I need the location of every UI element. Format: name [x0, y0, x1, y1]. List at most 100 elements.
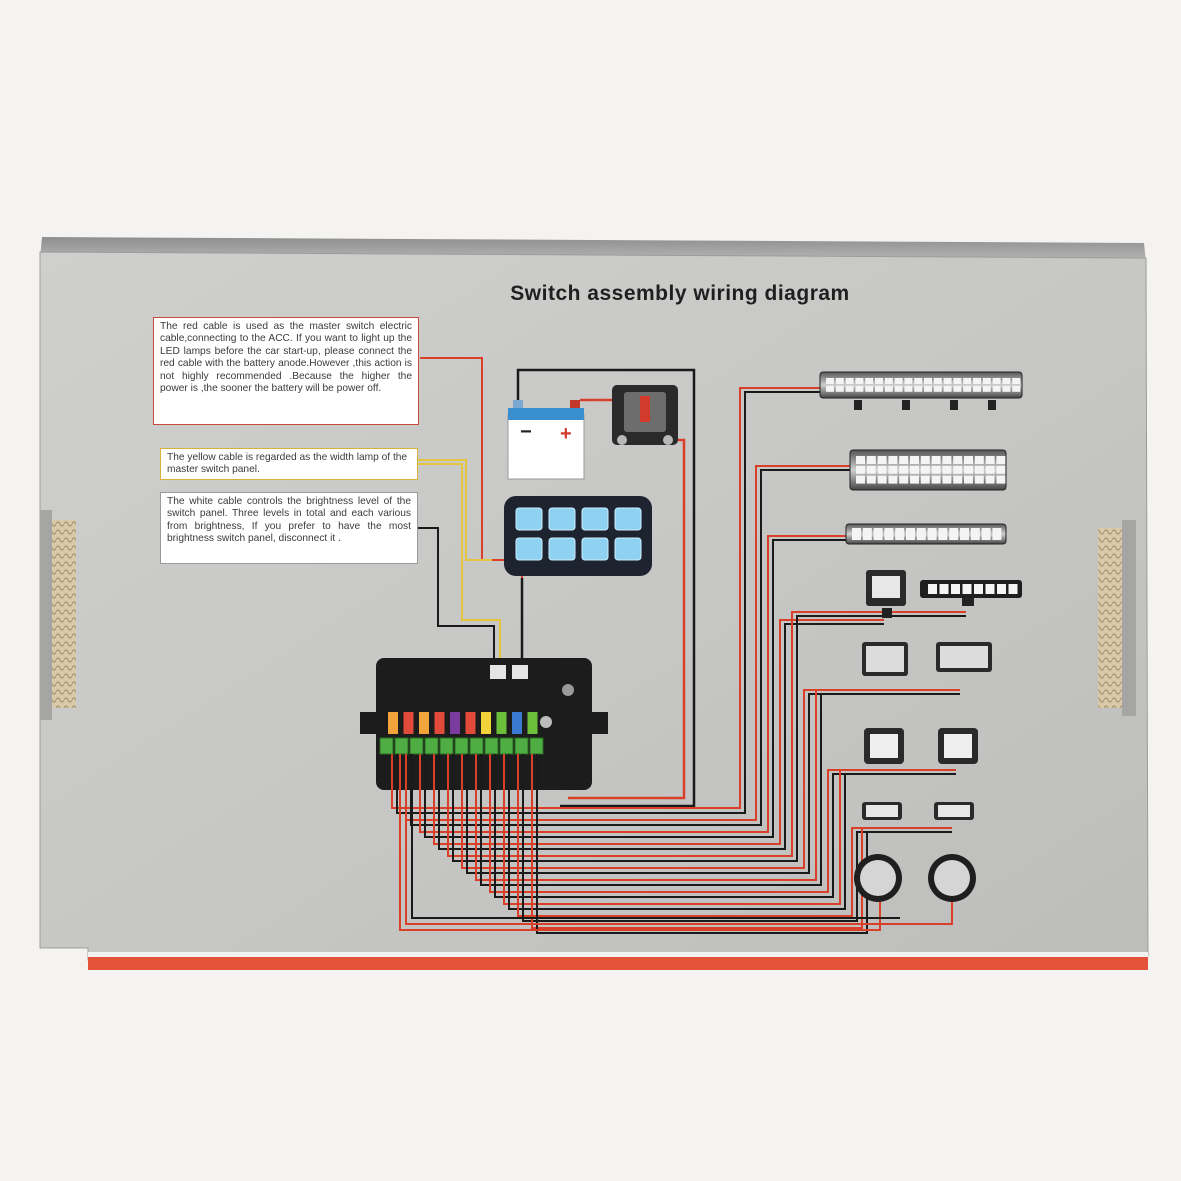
led-cell: [985, 456, 995, 464]
led-cell: [973, 385, 981, 392]
led-cell: [931, 475, 941, 484]
led-cell: [866, 465, 876, 474]
led-cell: [894, 385, 903, 392]
led-cell: [985, 584, 995, 594]
box-bottom-stripe: [88, 956, 1148, 970]
led-cell: [910, 456, 919, 464]
led-cell: [855, 385, 864, 392]
terminal: [394, 737, 409, 755]
wire-black: [480, 693, 960, 886]
wire-black: [438, 623, 884, 850]
led-cell: [904, 378, 913, 384]
yellow-leader-1: [418, 459, 492, 561]
led-cell: [877, 465, 887, 474]
led-cell: [953, 465, 963, 474]
led-cell: [826, 385, 834, 392]
led-cell: [964, 475, 973, 484]
led-cell: [964, 465, 973, 474]
white-cable-note-text: The white cable controls the brightness …: [167, 496, 411, 545]
fuse: [512, 712, 522, 734]
square-light-1: [864, 728, 904, 764]
fuse: [465, 712, 476, 734]
fuse: [481, 712, 491, 734]
fuse: [388, 712, 398, 734]
wire-red: [531, 754, 952, 929]
battery-plus-label: +: [560, 423, 572, 445]
led-cell: [920, 465, 930, 474]
led-cell: [992, 528, 1002, 540]
work-light-1: [862, 642, 908, 676]
led-cell: [996, 465, 1006, 474]
led-cell: [943, 378, 952, 384]
led-cell: [862, 528, 872, 540]
led-cell: [1002, 378, 1011, 384]
red-cable-note-text: The red cable is used as the master swit…: [160, 321, 412, 395]
wire-red: [503, 754, 956, 905]
switch-button: [515, 537, 543, 561]
white-leader: [418, 527, 495, 665]
terminal: [499, 737, 514, 755]
led-cell: [981, 528, 991, 540]
led-cell: [906, 528, 915, 540]
led-cell: [953, 378, 962, 384]
led-cell: [942, 475, 952, 484]
led-cell: [943, 385, 952, 392]
round-light-2: [928, 854, 976, 902]
led-cell: [970, 528, 980, 540]
terminal: [529, 737, 544, 755]
switch-button: [614, 537, 642, 561]
led-cell: [866, 475, 876, 484]
led-cell: [845, 385, 854, 392]
wire-black: [396, 391, 822, 814]
wire-bundle: [391, 387, 966, 934]
led-cell: [888, 465, 898, 474]
led-cell: [962, 584, 972, 594]
led-cell: [888, 475, 898, 484]
led-cell: [985, 475, 995, 484]
yellow-cable-note-text: The yellow cable is regarded as the widt…: [167, 452, 408, 476]
led-cell: [845, 378, 854, 384]
right-flap-shadow: [1122, 520, 1136, 716]
pod-light-cube: [866, 570, 906, 618]
led-cell: [856, 465, 865, 474]
wire-red: [405, 754, 953, 925]
box: [39, 237, 1149, 970]
led-cell: [960, 528, 969, 540]
led-cell: [953, 456, 963, 464]
left-flap-shadow: [40, 510, 52, 720]
led-cell: [884, 385, 893, 392]
fuse: [496, 712, 507, 734]
led-cell: [914, 385, 923, 392]
led-cell: [933, 378, 942, 384]
led-cell: [974, 456, 984, 464]
circuit-breaker: [612, 385, 678, 445]
led-cell: [852, 528, 861, 540]
wire-red: [447, 611, 966, 857]
white-cable-note: The white cable controls the brightness …: [160, 492, 418, 564]
wire-red: [475, 689, 960, 881]
led-cell: [895, 528, 905, 540]
led-cell: [877, 475, 887, 484]
led-cell: [914, 378, 923, 384]
fuse: [403, 712, 414, 734]
led-cell: [973, 378, 981, 384]
led-cell: [964, 456, 973, 464]
led-cell: [992, 378, 1001, 384]
led-cell: [910, 465, 919, 474]
led-cell: [985, 465, 995, 474]
led-cell: [927, 528, 937, 540]
led-cell: [899, 465, 909, 474]
yellow-cable-note: The yellow cable is regarded as the widt…: [160, 448, 418, 480]
wire-black: [522, 754, 880, 922]
box-bottom-edge: [88, 952, 1148, 957]
wire-black: [424, 539, 848, 838]
led-cell: [982, 378, 991, 384]
led-cell: [888, 456, 898, 464]
led-cell: [953, 475, 963, 484]
fuse: [434, 712, 445, 734]
round-light-1: [854, 854, 902, 902]
led-cell: [865, 378, 874, 384]
red-cable-note: The red cable is used as the master swit…: [153, 317, 419, 425]
battery-wires: [516, 368, 696, 808]
led-cell: [992, 385, 1001, 392]
